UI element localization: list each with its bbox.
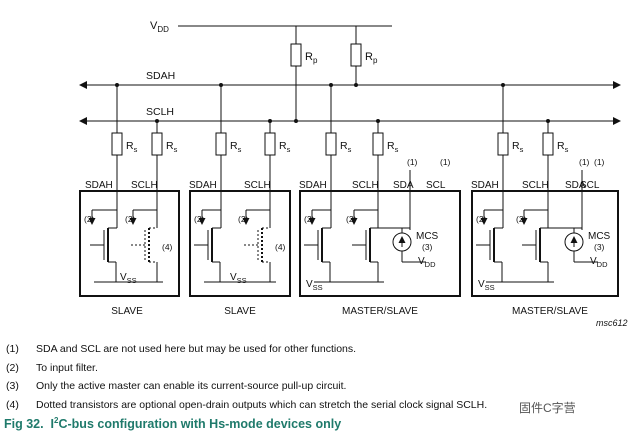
rs-label: Rs — [166, 140, 178, 154]
vss-label: VSS — [120, 272, 137, 285]
sclh-pin-label: SCLH — [244, 180, 271, 191]
reference-code: msc612 — [596, 318, 628, 328]
rp-label: Rp — [305, 51, 318, 65]
sclh-pin-label: SCLH — [522, 180, 549, 191]
rs-label: Rs — [512, 140, 524, 154]
rs-resistor — [542, 132, 554, 156]
sdah-bus-label: SDAH — [146, 70, 175, 82]
rs-resistor — [325, 132, 337, 156]
sda-pin-label: SDA — [565, 180, 586, 191]
rp-resistor — [290, 43, 302, 67]
note-4-marker: (4) — [275, 242, 286, 252]
note-2-marker: (2) — [125, 214, 136, 224]
sdah-pin-label: SDAH — [299, 180, 327, 191]
scl-pin-label: SCL — [580, 180, 600, 191]
note-3-marker: (3) — [422, 242, 433, 252]
sda-pin-label: SDA — [393, 180, 414, 191]
rp-resistor — [350, 43, 362, 67]
device-box — [471, 190, 619, 297]
footnote: (2)To input filter. — [6, 361, 98, 374]
vdd-mcs-label: VDD — [590, 256, 608, 269]
sdah-pin-label: SDAH — [471, 180, 499, 191]
master-slave-device — [299, 85, 461, 297]
footnote: (1)SDA and SCL are not used here but may… — [6, 343, 357, 355]
rs-label: Rs — [557, 140, 569, 154]
rp-label: Rp — [365, 51, 378, 65]
footnotes: (1)SDA and SCL are not used here but may… — [6, 340, 626, 414]
sdah-pin-label: SDAH — [85, 180, 113, 191]
note-4-marker: (4) — [162, 242, 173, 252]
note-2-marker: (2) — [84, 214, 95, 224]
rs-resistor — [111, 132, 123, 156]
note-2-marker: (2) — [238, 214, 249, 224]
slave-label: SLAVE — [224, 306, 256, 317]
rs-label: Rs — [126, 140, 138, 154]
master-slave-label: MASTER/SLAVE — [512, 306, 588, 317]
master-slave-device — [471, 85, 619, 297]
device-box — [79, 190, 180, 297]
vss-label: VSS — [306, 279, 323, 292]
device-box — [189, 190, 291, 297]
rs-resistor — [264, 132, 276, 156]
mcs-label: MCS — [588, 231, 611, 242]
footnote: (3)Only the active master can enable its… — [6, 380, 347, 392]
mcs-label: MCS — [416, 231, 439, 242]
note-1-marker: (1) — [407, 157, 418, 167]
note-3-marker: (3) — [594, 242, 605, 252]
note-1-marker: (1) — [440, 157, 451, 167]
note-2-marker: (2) — [346, 214, 357, 224]
note-2-marker: (2) — [516, 214, 527, 224]
rs-label: Rs — [340, 140, 352, 154]
rs-resistor — [497, 132, 509, 156]
device-box — [299, 190, 461, 297]
slave-label: SLAVE — [111, 306, 143, 317]
sclh-pin-label: SCLH — [352, 180, 379, 191]
sclh-pin-label: SCLH — [131, 180, 158, 191]
rs-label: Rs — [387, 140, 399, 154]
rs-resistor — [151, 132, 163, 156]
slave-device — [189, 85, 291, 297]
rs-resistor — [372, 132, 384, 156]
note-2-marker: (2) — [194, 214, 205, 224]
vdd-label: VDD — [150, 20, 169, 34]
note-2-marker: (2) — [304, 214, 315, 224]
note-1-marker: (1) — [594, 157, 605, 167]
master-slave-label: MASTER/SLAVE — [342, 306, 418, 317]
rs-label: Rs — [279, 140, 291, 154]
rs-label: Rs — [230, 140, 242, 154]
note-1-marker: (1) — [579, 157, 590, 167]
figure-caption: Fig 32. I2C-bus configuration with Hs-mo… — [4, 416, 342, 432]
scl-pin-label: SCL — [426, 180, 446, 191]
watermark-logo: 固件C字营 — [516, 398, 579, 417]
note-2-marker: (2) — [476, 214, 487, 224]
sdah-pin-label: SDAH — [189, 180, 217, 191]
vdd-mcs-label: VDD — [418, 256, 436, 269]
sclh-bus-label: SCLH — [146, 106, 174, 118]
rs-resistor — [215, 132, 227, 156]
vss-label: VSS — [230, 272, 247, 285]
slave-device — [79, 85, 180, 297]
vss-label: VSS — [478, 279, 495, 292]
footnote: (4)Dotted transistors are optional open-… — [6, 398, 488, 411]
